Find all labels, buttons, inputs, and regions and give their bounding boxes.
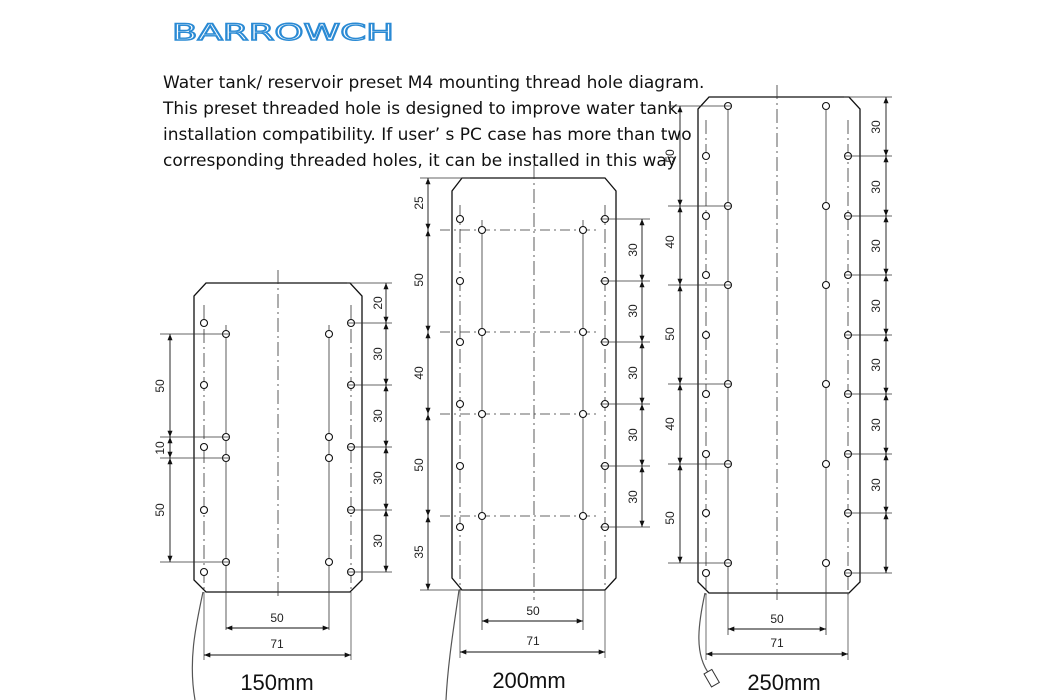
dim-label: 30 xyxy=(371,347,385,361)
dim-label: 50 xyxy=(663,327,677,341)
description-line-4: corresponding threaded holes, it can be … xyxy=(163,151,677,171)
mounting-hole xyxy=(821,558,831,568)
dim-label: 30 xyxy=(869,120,883,134)
cable xyxy=(191,591,204,700)
dim-label: 30 xyxy=(626,428,640,442)
barrowch-logo: BARROWCH xyxy=(172,20,395,44)
dim-label: 25 xyxy=(412,196,426,210)
dim-label: 35 xyxy=(412,545,426,559)
dim-label: 40 xyxy=(663,235,677,249)
mounting-hole xyxy=(455,399,465,409)
tank-outline xyxy=(193,282,363,593)
mounting-hole xyxy=(455,522,465,532)
mounting-hole xyxy=(821,201,831,211)
cable-connector xyxy=(703,668,721,688)
mounting-hole xyxy=(455,461,465,471)
dim-label: 50 xyxy=(412,273,426,287)
dim-label: 50 xyxy=(270,611,284,625)
mounting-hole xyxy=(821,101,831,111)
mounting-hole xyxy=(477,327,487,337)
dim-label: 10 xyxy=(153,441,167,455)
mounting-hole xyxy=(821,280,831,290)
mounting-hole xyxy=(199,567,209,577)
mounting-hole xyxy=(455,337,465,347)
mounting-hole xyxy=(477,409,487,419)
mounting-hole xyxy=(455,214,465,224)
mounting-hole xyxy=(701,508,711,518)
dim-label: 71 xyxy=(526,634,540,648)
mounting-hole xyxy=(199,442,209,452)
dim-label: 71 xyxy=(270,637,284,651)
dim-label: 30 xyxy=(869,239,883,253)
mounting-hole xyxy=(701,211,711,221)
mounting-hole xyxy=(578,225,588,235)
description-line-1: Water tank/ reservoir preset M4 mounting… xyxy=(163,73,705,93)
tank-outline xyxy=(697,96,861,594)
dim-label: 50 xyxy=(412,458,426,472)
mounting-hole xyxy=(324,432,334,442)
mounting-hole xyxy=(821,459,831,469)
dim-label: 30 xyxy=(869,478,883,492)
dim-label: 50 xyxy=(663,149,677,163)
dim-label: 50 xyxy=(153,503,167,517)
dim-label: 30 xyxy=(626,490,640,504)
dim-label: 30 xyxy=(371,534,385,548)
dim-label: 40 xyxy=(412,366,426,380)
cable xyxy=(445,589,460,700)
mounting-hole xyxy=(578,409,588,419)
mounting-hole xyxy=(578,511,588,521)
tank-150mm: 50 10 50 20 30 30 30 30 50 71 150mm xyxy=(153,270,392,700)
mounting-hole xyxy=(701,449,711,459)
dim-label: 30 xyxy=(869,418,883,432)
mounting-hole xyxy=(455,276,465,286)
dim-label: 71 xyxy=(770,636,784,650)
cable xyxy=(698,592,711,676)
mounting-hole xyxy=(324,453,334,463)
tank-250mm: 50 40 50 40 50 30 30 30 30 30 30 30 50 7… xyxy=(663,85,892,695)
mounting-hole xyxy=(324,557,334,567)
dim-label: 40 xyxy=(663,417,677,431)
description-line-2: This preset threaded hole is designed to… xyxy=(163,99,678,119)
dim-label: 30 xyxy=(626,243,640,257)
mounting-hole xyxy=(701,151,711,161)
mounting-hole xyxy=(199,380,209,390)
tank-caption: 150mm xyxy=(240,670,313,695)
dim-label: 50 xyxy=(153,379,167,393)
holes xyxy=(199,318,356,577)
mounting-hole xyxy=(477,225,487,235)
description-line-3: installation compatibility. If user’ s P… xyxy=(163,125,692,145)
dim-label: 50 xyxy=(526,604,540,618)
mounting-hole xyxy=(477,511,487,521)
description-text: Water tank/ reservoir preset M4 mounting… xyxy=(163,70,723,174)
mounting-hole xyxy=(578,327,588,337)
dim-label: 30 xyxy=(371,471,385,485)
mounting-hole xyxy=(701,270,711,280)
logo-text: BARROWCH xyxy=(172,21,394,44)
mounting-hole xyxy=(821,379,831,389)
dim-label: 30 xyxy=(626,366,640,380)
dim-label: 50 xyxy=(770,612,784,626)
mounting-hole xyxy=(701,568,711,578)
mounting-hole xyxy=(199,505,209,515)
tank-caption: 250mm xyxy=(747,670,820,695)
mounting-hole xyxy=(701,389,711,399)
dim-label: 30 xyxy=(371,409,385,423)
tank-200mm: 25 50 40 50 35 30 30 30 30 30 50 71 200m… xyxy=(412,165,650,700)
dim-label: 50 xyxy=(663,511,677,525)
dim-label: 30 xyxy=(869,358,883,372)
mounting-hole xyxy=(199,318,209,328)
dim-label: 20 xyxy=(371,296,385,310)
mounting-hole xyxy=(701,330,711,340)
dim-label: 30 xyxy=(626,304,640,318)
dim-label: 30 xyxy=(869,180,883,194)
tank-caption: 200mm xyxy=(492,668,565,693)
mounting-hole xyxy=(324,329,334,339)
dim-label: 30 xyxy=(869,299,883,313)
